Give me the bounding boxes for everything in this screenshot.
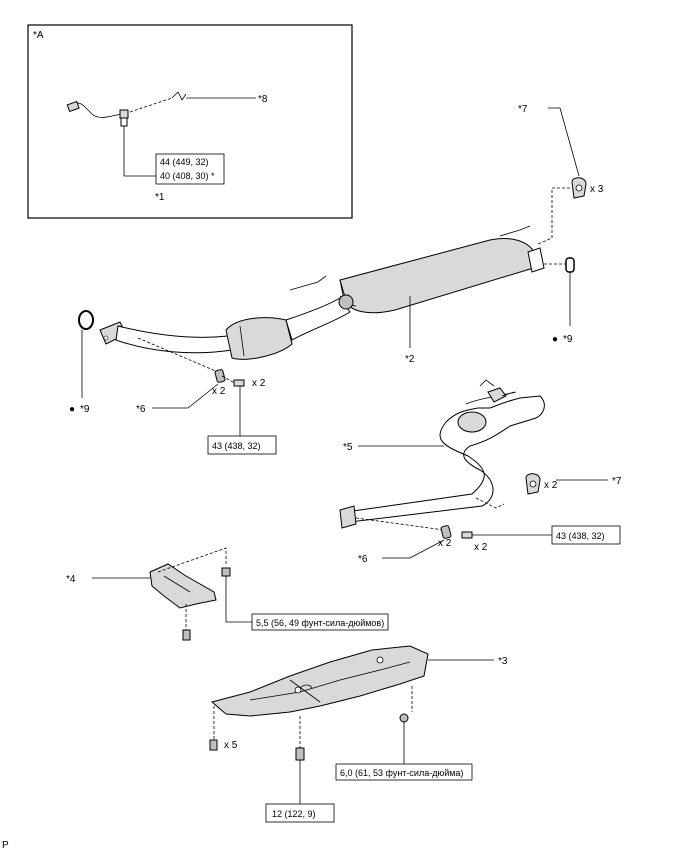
callout-2: *2 — [405, 354, 415, 365]
qty-cover-bolts: x 5 — [224, 740, 238, 751]
callout-7b: *7 — [612, 476, 622, 487]
callout-1: *1 — [155, 192, 165, 203]
callout-9b: *9 — [563, 334, 573, 345]
torque-box-sensor — [155, 153, 225, 185]
front-pipe-fasteners — [137, 337, 245, 436]
callout-3: *3 — [498, 656, 508, 667]
rear-gasket — [544, 257, 575, 326]
callout-4: *4 — [66, 574, 76, 585]
torque-front-pipe: 43 (438, 32) — [212, 441, 261, 451]
front-gasket — [78, 310, 94, 398]
callout-6b: *6 — [358, 554, 368, 565]
torque-sensor-line1: 44 (449, 32) — [160, 157, 209, 167]
callout-5: *5 — [343, 442, 353, 453]
torque-box-tail-pipe — [551, 525, 621, 545]
qty-gasket-front: x 2 — [212, 386, 226, 397]
exhaust-hanger-top — [537, 107, 587, 245]
torque-sensor-line2: 40 (408, 30) * — [160, 171, 215, 181]
qty-hanger-top: x 3 — [590, 184, 604, 195]
torque-box-heat-insulator — [251, 613, 389, 631]
exhaust-hanger-mid — [525, 473, 608, 495]
callout-7a: *7 — [518, 104, 528, 115]
torque-box-under-cover-bolt — [265, 803, 335, 823]
tail-pipe-fasteners — [355, 517, 552, 559]
inset-frame — [27, 24, 353, 219]
bullet-9b: ● — [552, 334, 558, 345]
qty-hanger-mid: x 2 — [544, 480, 558, 491]
sensor-clamp — [129, 91, 256, 113]
torque-tail-pipe: 43 (438, 32) — [556, 531, 605, 541]
heat-insulator — [92, 547, 252, 641]
center-exhaust-pipe — [99, 225, 545, 360]
bullet-9a: ● — [69, 404, 75, 415]
tail-pipe — [339, 379, 545, 529]
oxygen-sensor — [66, 100, 156, 177]
inset-label: *A — [33, 30, 44, 41]
callout-9a: *9 — [80, 404, 90, 415]
engine-under-cover — [209, 645, 494, 804]
torque-under-cover-nut: 6,0 (61, 53 фунт-сила-дюйма) — [340, 768, 463, 778]
callout-6a: *6 — [136, 404, 146, 415]
callout-8: *8 — [258, 94, 268, 105]
qty-gasket-rear: x 2 — [438, 538, 452, 549]
footer-code: P — [2, 840, 9, 851]
torque-box-front-pipe — [207, 435, 277, 455]
torque-box-under-cover-nut — [335, 763, 473, 781]
torque-heat-insulator: 5,5 (56, 49 фунт-сила-дюймов) — [256, 618, 384, 628]
torque-under-cover-bolt: 12 (122, 9) — [272, 809, 316, 819]
qty-bolt-front: x 2 — [252, 378, 266, 389]
qty-bolt-rear: x 2 — [474, 542, 488, 553]
